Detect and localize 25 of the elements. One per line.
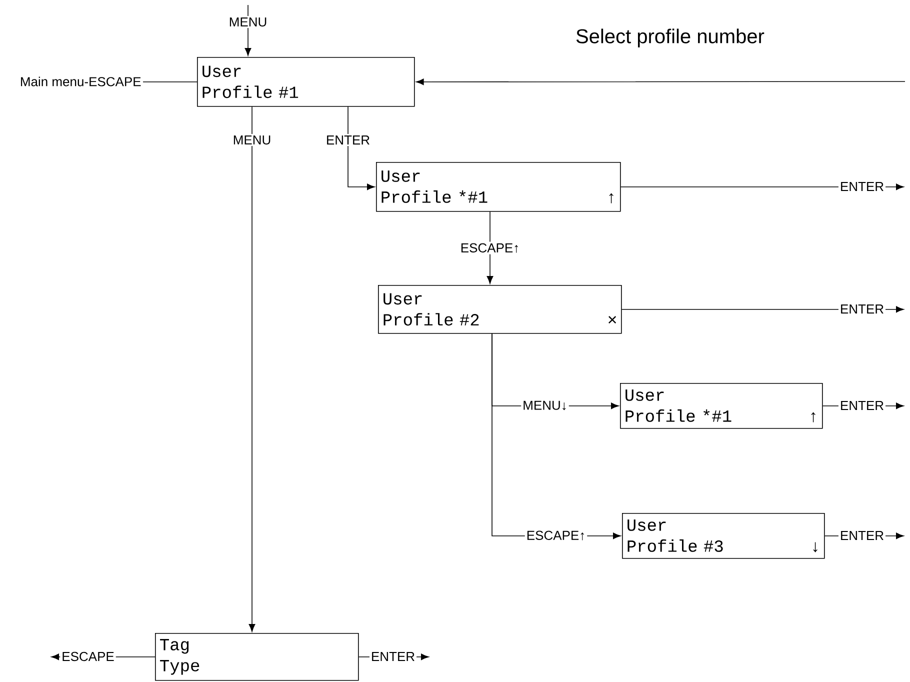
edge-label: ESCAPE↑ [524, 529, 588, 542]
arrow [248, 106, 256, 632]
edge-label: ENTER [838, 180, 886, 192]
edge-label: ENTER [324, 134, 372, 146]
display-box: User Profile #1 [197, 57, 415, 107]
edge-label: MENU↓ [521, 399, 569, 412]
display-box: User Profile *#1 ↑ [620, 383, 823, 429]
arrow [348, 106, 375, 190]
arrow [416, 78, 906, 86]
edge-label: ENTER [838, 303, 886, 315]
arrow [244, 4, 252, 56]
edge-label: ESCAPE↑ [458, 242, 522, 254]
display-box: User Profile #2 × [378, 285, 622, 334]
edge-label: MENU [227, 16, 269, 28]
arrow [486, 211, 494, 284]
edge-label: ENTER [838, 400, 886, 412]
display-box: Tag Type [155, 633, 359, 681]
edge-label: MENU [231, 134, 273, 146]
edge-label: ENTER [369, 650, 417, 662]
edge-label: ESCAPE [60, 650, 116, 663]
title: Select profile number [576, 28, 764, 48]
display-box: User Profile #3 ↓ [622, 513, 825, 559]
edge-label: Main menu-ESCAPE [18, 75, 143, 88]
edge-label: ENTER [838, 530, 886, 542]
display-box: User Profile *#1 ↑ [376, 162, 621, 212]
